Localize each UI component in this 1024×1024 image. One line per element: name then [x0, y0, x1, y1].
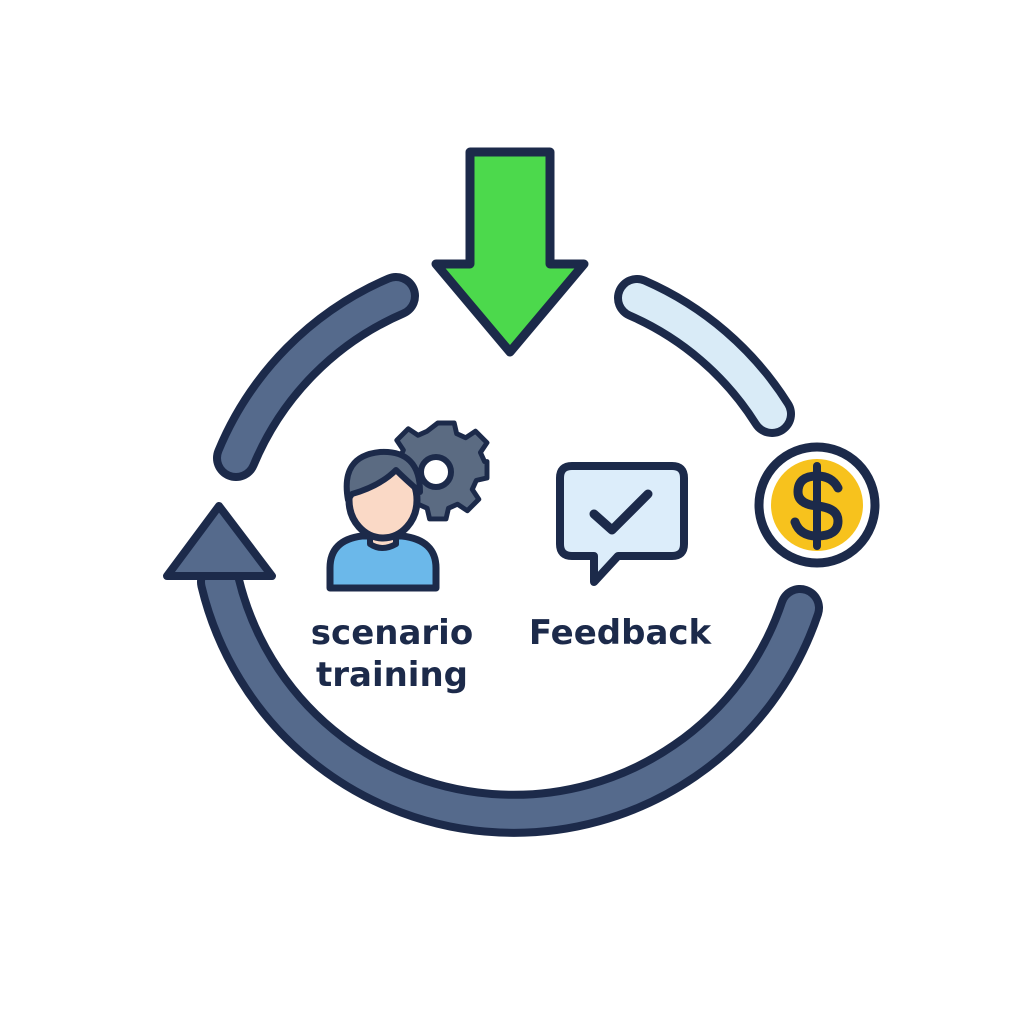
scenario-training-label: scenario training [292, 612, 492, 696]
cycle-arc-top-left-fill [221, 281, 411, 473]
dollar-coin-icon [754, 442, 880, 568]
cycle-arrowhead [163, 502, 276, 580]
feedback-label: Feedback [515, 612, 725, 654]
check-icon [589, 489, 653, 535]
speech-bubble-check-icon [556, 462, 688, 586]
feedback-line-1: Feedback [528, 613, 712, 653]
circular-arrow-icon [163, 273, 823, 837]
cycle-arc-bottom-fill [205, 567, 815, 829]
cycle-arc-top-right-fill [622, 283, 787, 429]
scenario-training-line-2: training [315, 655, 469, 695]
person-shirt [326, 532, 440, 592]
person-hair [343, 448, 423, 503]
person-gear-icon [326, 420, 490, 592]
green-down-arrow-icon [431, 147, 589, 357]
scenario-training-line-1: scenario [310, 613, 474, 653]
